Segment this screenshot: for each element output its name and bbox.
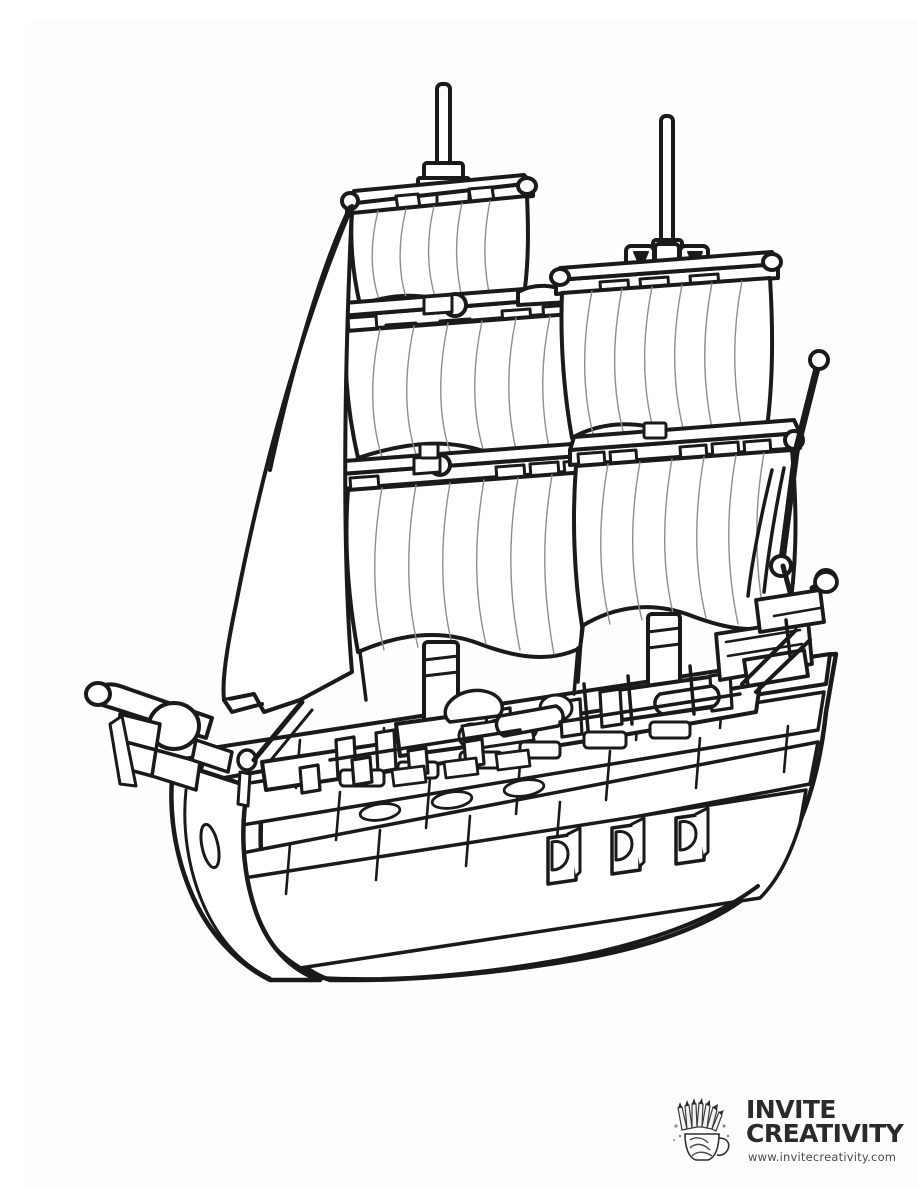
brand-text: INVITE CREATIVITY www.invitecreativity.c… bbox=[746, 1094, 904, 1164]
jib-sail bbox=[221, 204, 354, 714]
gun-ports bbox=[546, 806, 710, 886]
jib-boom bbox=[251, 699, 314, 768]
brand-line-1: INVITE bbox=[746, 1095, 837, 1124]
deck-cannons bbox=[494, 684, 721, 738]
brand-watermark: INVITE CREATIVITY www.invitecreativity.c… bbox=[668, 1094, 910, 1174]
brand-line-2: CREATIVITY bbox=[746, 1119, 904, 1148]
rear-lower-sail bbox=[572, 448, 798, 631]
rear-upper-sail bbox=[559, 276, 775, 446]
ship-illustration bbox=[84, 82, 839, 983]
front-middle-sail bbox=[343, 311, 589, 465]
stern-rigging bbox=[746, 466, 786, 598]
sail-supports bbox=[358, 618, 792, 702]
rear-mast bbox=[651, 114, 684, 260]
brand-url: www.invitecreativity.com bbox=[748, 1150, 897, 1164]
bowsprit bbox=[84, 681, 258, 808]
front-lower-sail bbox=[344, 470, 590, 659]
pencil-cup-icon bbox=[668, 1096, 740, 1168]
deck-detail bbox=[260, 570, 839, 822]
jib-stay bbox=[268, 205, 352, 472]
